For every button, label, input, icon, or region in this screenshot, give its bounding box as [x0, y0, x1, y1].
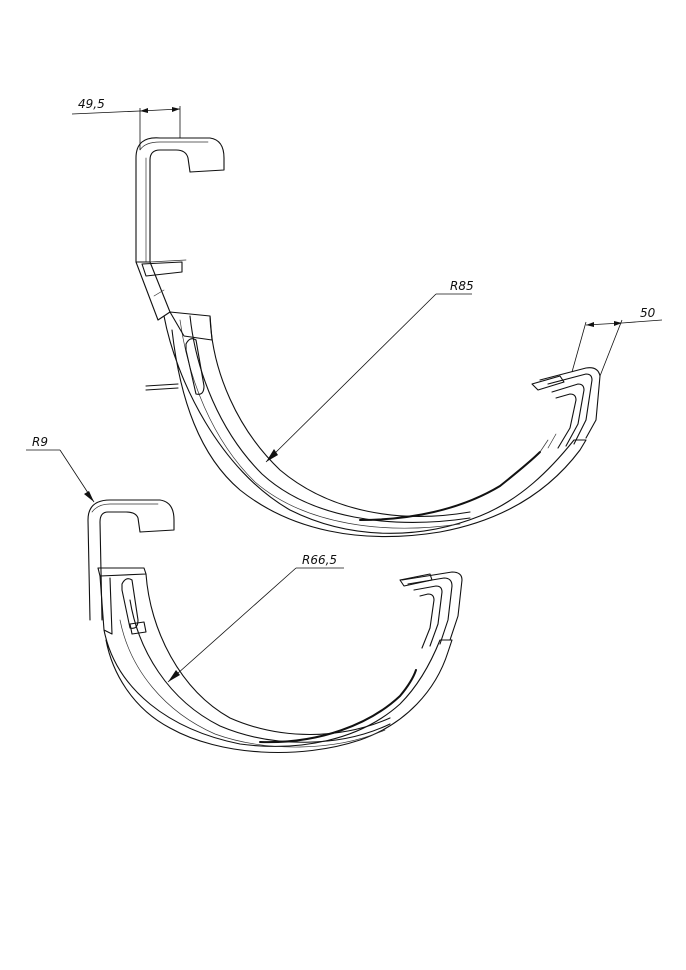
dimension-radius-large: R85: [265, 279, 474, 463]
small-bracket-hook: [87, 499, 175, 621]
small-bracket-tabs: [399, 571, 463, 649]
dimension-radius-small: R66,5: [167, 553, 344, 683]
dimension-radius-large-label: R85: [450, 279, 474, 293]
large-bracket-tabs: [531, 367, 601, 453]
dimension-width-right: 50: [571, 306, 663, 377]
small-bracket-slot: [121, 578, 139, 629]
small-bracket-band: [103, 629, 453, 754]
large-bracket-slot: [185, 338, 205, 395]
dimension-radius-bend: R9: [26, 435, 95, 503]
large-bracket-hook: [135, 137, 225, 263]
dimension-radius-small-label: R66,5: [302, 553, 337, 567]
large-bracket-band: [163, 315, 587, 538]
large-bracket-shank: [135, 261, 171, 321]
large-gutter-bracket: 49,5 R85 50: [71, 97, 663, 538]
small-gutter-bracket: R9 R66,5: [26, 435, 463, 754]
dimension-radius-bend-label: R9: [32, 435, 48, 449]
dimension-width-top: 49,5: [71, 97, 181, 150]
dimension-width-top-label: 49,5: [78, 97, 105, 111]
dimension-width-right-label: 50: [640, 306, 656, 320]
